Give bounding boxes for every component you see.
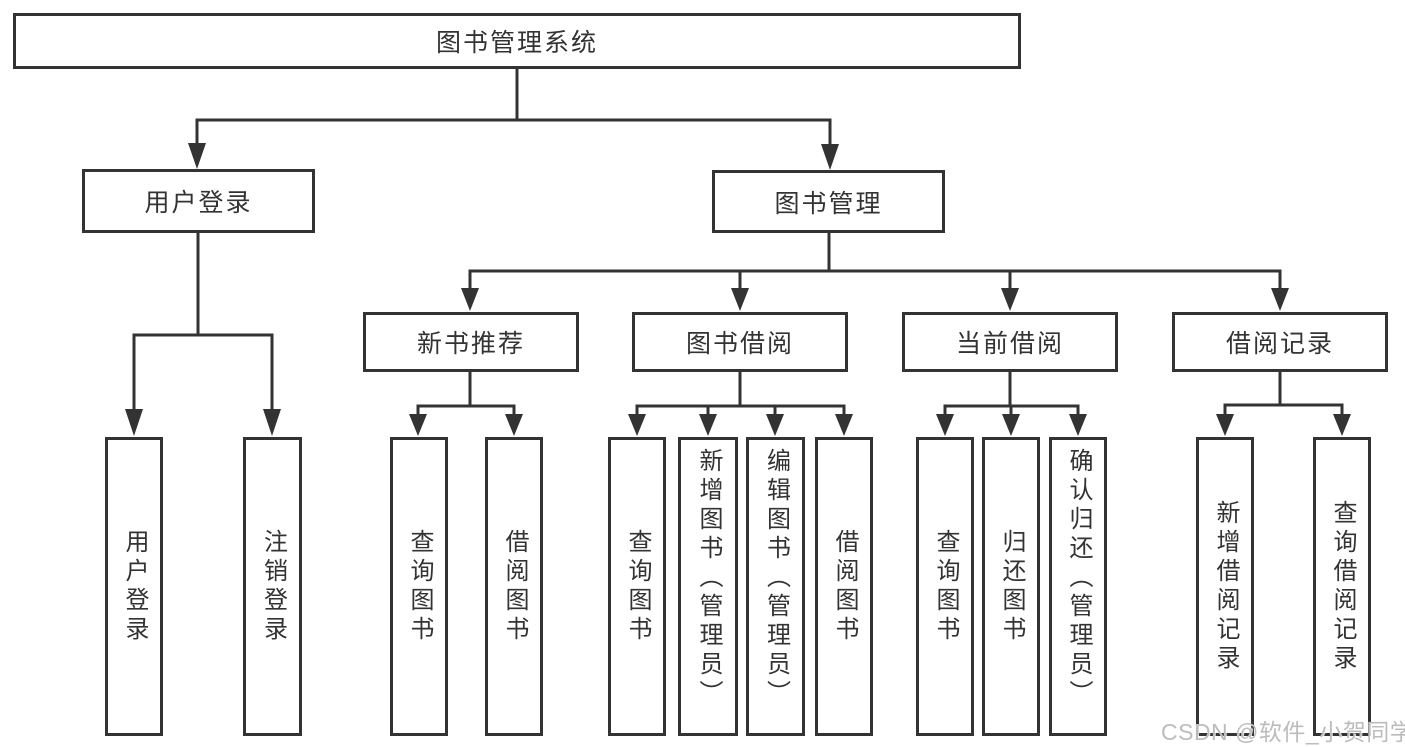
node-book-borrowing: 图书借阅: [632, 312, 848, 372]
leaf-confirm-return-admin: 确认归还（管理员）: [1049, 437, 1107, 736]
leaf-query-borrow-record: 查询借阅记录: [1313, 437, 1371, 736]
leaf-add-borrow-record: 新增借阅记录: [1196, 437, 1254, 736]
node-label: 借阅图书: [501, 528, 528, 645]
connector-borrow-records-to-children: [1216, 372, 1351, 436]
leaf-edit-book-admin: 编辑图书（管理员）: [746, 437, 805, 736]
node-label: 用户登录: [144, 189, 253, 217]
node-label: 查询图书: [406, 528, 433, 645]
leaf-logout: 注销登录: [243, 437, 302, 736]
node-label: 注销登录: [259, 528, 287, 645]
node-label: 图书管理: [774, 189, 883, 218]
node-book-management: 图书管理: [712, 170, 945, 233]
node-label: 借阅图书: [831, 528, 858, 645]
node-new-book-recommend: 新书推荐: [363, 312, 579, 372]
node-label: 查询图书: [624, 528, 651, 645]
leaf-borrow-books-borrowing: 借阅图书: [815, 437, 873, 736]
leaf-query-books-recommend: 查询图书: [390, 437, 448, 736]
csdn-watermark: CSDN @软件_小贺同学: [1161, 719, 1405, 745]
connector-new-book-recommend-to-children: [409, 372, 523, 436]
connector-root-to-level2: [188, 68, 839, 170]
connector-book-borrowing-to-children: [628, 372, 853, 436]
node-label: 归还图书: [998, 528, 1025, 645]
leaf-user-login: 用户登录: [105, 437, 163, 736]
node-label: 编辑图书（管理员）: [762, 448, 790, 709]
leaf-query-books-current: 查询图书: [916, 437, 974, 736]
node-label: 借阅记录: [1225, 330, 1334, 358]
node-label: 用户登录: [121, 528, 148, 645]
node-label: 查询图书: [932, 528, 959, 645]
connector-book-management-to-level3: [461, 233, 1289, 311]
node-label: 新书推荐: [416, 330, 525, 358]
node-label: 新增图书（管理员）: [695, 448, 722, 709]
node-label: 图书管理系统: [435, 29, 598, 57]
leaf-borrow-books-recommend: 借阅图书: [485, 437, 543, 736]
leaf-return-books: 归还图书: [982, 437, 1040, 736]
leaf-add-book-admin: 新增图书（管理员）: [678, 437, 738, 736]
leaf-query-books-borrowing: 查询图书: [608, 437, 666, 736]
node-label: 新增借阅记录: [1212, 499, 1239, 674]
connector-user-login-to-children: [125, 232, 281, 436]
node-borrow-records: 借阅记录: [1172, 312, 1388, 372]
node-current-borrowing: 当前借阅: [902, 312, 1118, 372]
node-label: 图书借阅: [685, 330, 794, 358]
node-library-system: 图书管理系统: [13, 13, 1021, 69]
node-label: 查询借阅记录: [1329, 499, 1356, 674]
node-label: 当前借阅: [955, 330, 1064, 358]
node-user-login: 用户登录: [82, 169, 315, 233]
connector-current-borrowing-to-children: [936, 372, 1087, 436]
node-label: 确认归还（管理员）: [1065, 448, 1092, 709]
